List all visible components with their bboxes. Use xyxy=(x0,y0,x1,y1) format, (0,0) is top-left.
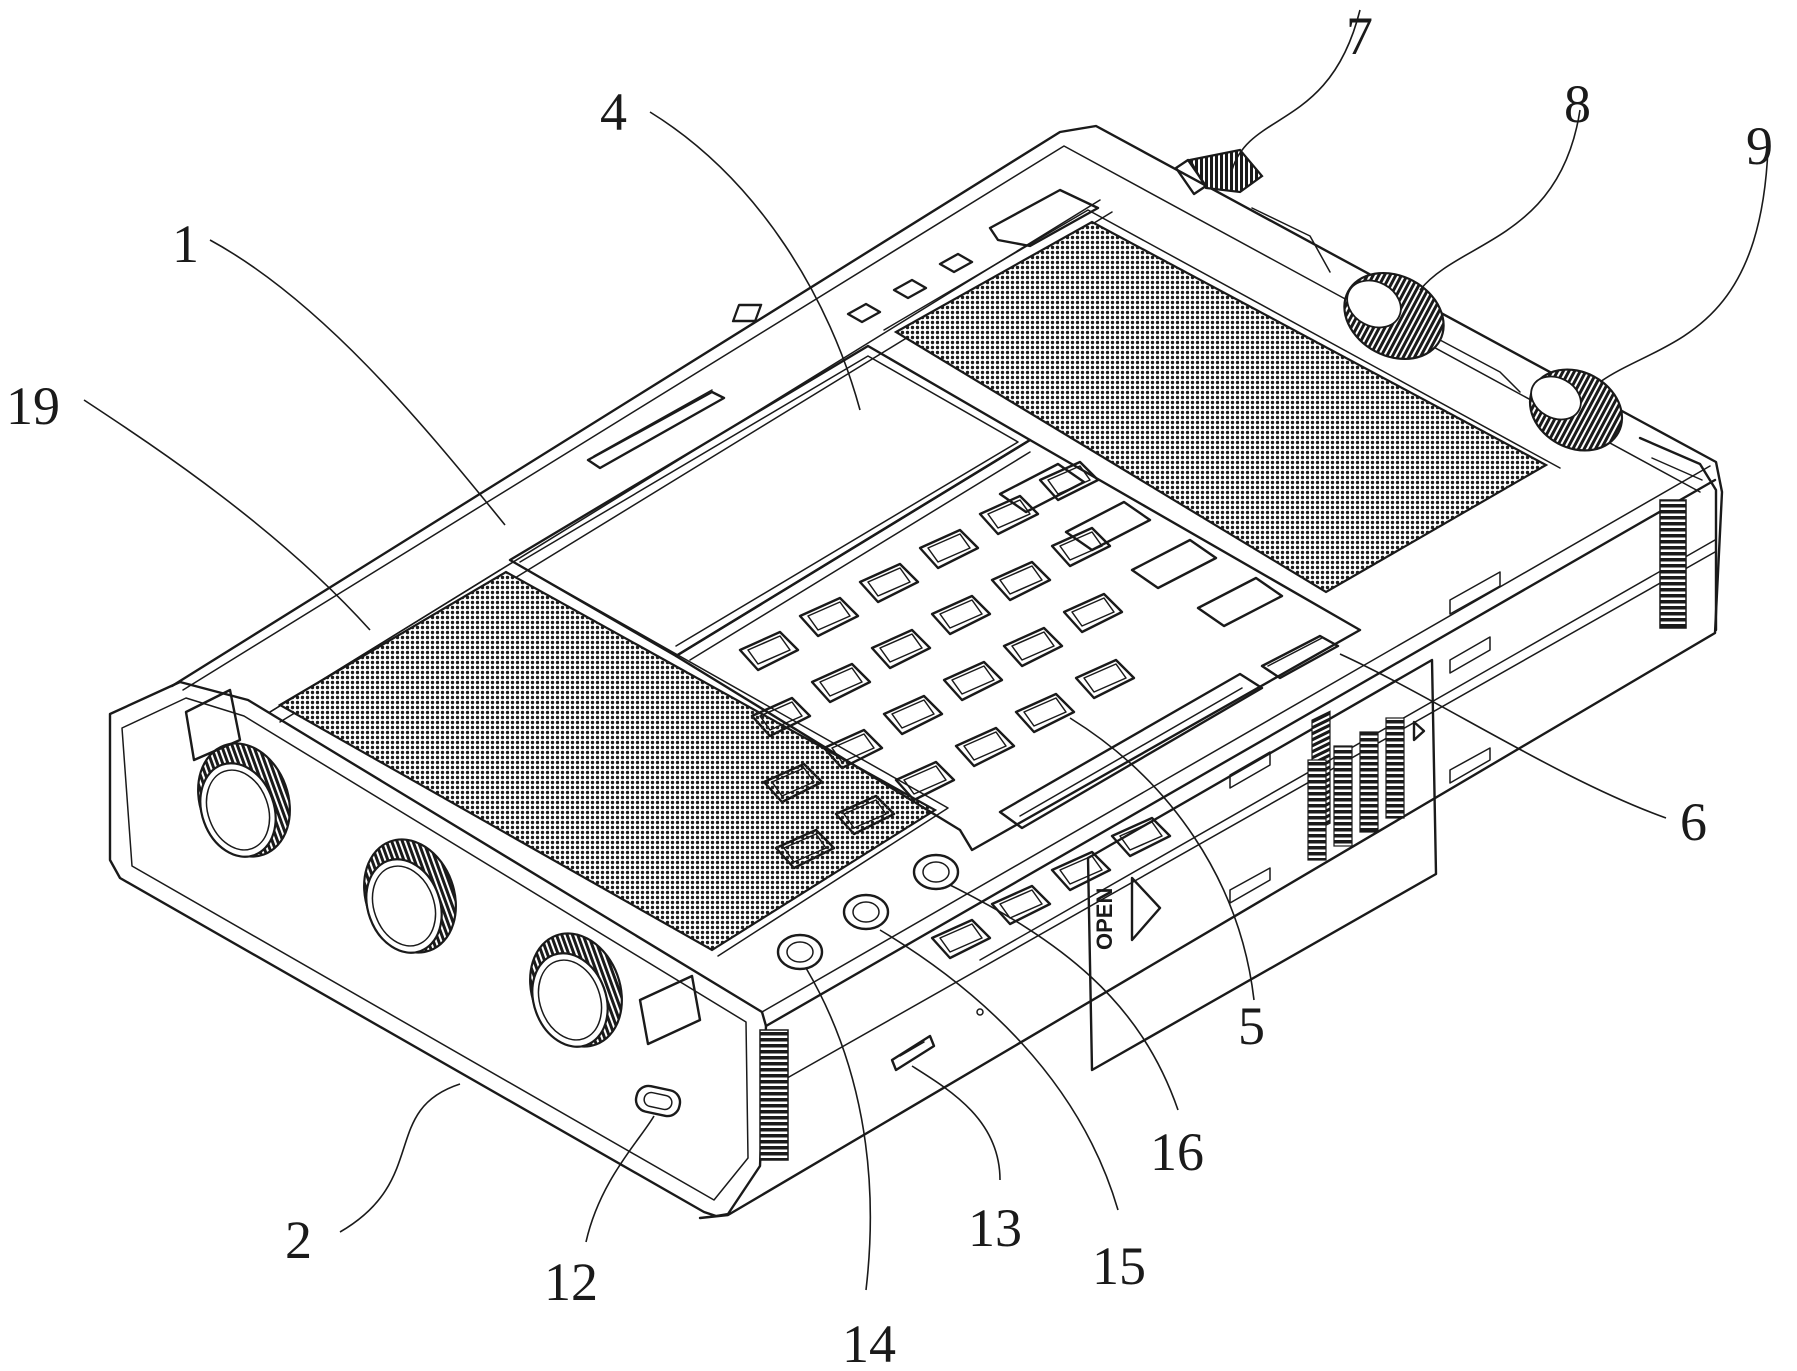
keypad-key-30[interactable] xyxy=(1066,502,1150,550)
keypad-key-32[interactable] xyxy=(1198,578,1282,626)
keypad-key-face xyxy=(1024,698,1066,726)
small-button-3[interactable] xyxy=(940,254,972,272)
keypad-key-face xyxy=(1012,632,1054,660)
leader-9 xyxy=(1600,148,1768,382)
label-9: 9 xyxy=(1746,116,1773,176)
knob-2[interactable] xyxy=(349,826,471,965)
keypad-key-face xyxy=(964,732,1006,760)
label-5: 5 xyxy=(1238,996,1265,1056)
keypad-key-face xyxy=(880,634,922,662)
keypad-key-face xyxy=(1060,856,1102,884)
keypad-key-29[interactable] xyxy=(1000,464,1084,512)
leader-4 xyxy=(650,112,860,410)
small-button-2[interactable] xyxy=(894,280,926,298)
label-13: 13 xyxy=(968,1198,1022,1258)
side-strip xyxy=(1000,636,1338,828)
keypad-key-face xyxy=(1060,532,1102,560)
clip-13 xyxy=(892,1009,983,1070)
reference-numerals: 1 2 4 5 6 7 8 9 12 13 14 15 16 19 xyxy=(6,6,1773,1371)
leader-16 xyxy=(950,885,1178,1110)
label-16: 16 xyxy=(1150,1122,1204,1182)
keypad-key-31[interactable] xyxy=(1132,540,1216,588)
keypad-key-face xyxy=(904,766,946,794)
keypad-key-face xyxy=(868,568,910,596)
label-19: 19 xyxy=(6,376,60,436)
leader-1 xyxy=(210,240,505,525)
leader-8 xyxy=(1420,110,1580,290)
keypad-key-face xyxy=(1000,890,1042,918)
side-button-6[interactable] xyxy=(1262,636,1338,678)
usb-port-12[interactable] xyxy=(634,1084,682,1119)
label-14: 14 xyxy=(842,1314,896,1371)
label-8: 8 xyxy=(1564,74,1591,134)
knob-3[interactable] xyxy=(515,920,637,1059)
label-1: 1 xyxy=(172,214,199,274)
switch-7[interactable] xyxy=(1176,150,1262,194)
keypad-key-face xyxy=(1000,566,1042,594)
label-12: 12 xyxy=(544,1252,598,1312)
keypad-key-face xyxy=(892,700,934,728)
leader-2 xyxy=(340,1084,460,1232)
keypad-key-face xyxy=(952,666,994,694)
keypad-key-face xyxy=(820,668,862,696)
small-button-1[interactable] xyxy=(848,304,880,322)
door-label: OPEN xyxy=(1092,888,1117,950)
leader-19 xyxy=(84,400,370,630)
label-7: 7 xyxy=(1346,6,1373,66)
knob-1[interactable] xyxy=(183,730,305,869)
label-15: 15 xyxy=(1092,1236,1146,1296)
label-6: 6 xyxy=(1680,792,1707,852)
keypad-key-face xyxy=(928,534,970,562)
keypad-key-face xyxy=(940,600,982,628)
keypad-key-face xyxy=(940,924,982,952)
leader-12 xyxy=(586,1116,654,1242)
jack-14[interactable] xyxy=(778,935,822,969)
keypad-key-face xyxy=(748,636,790,664)
leader-14 xyxy=(806,968,870,1290)
small-button-a[interactable] xyxy=(733,305,761,321)
label-4: 4 xyxy=(600,82,627,142)
keypad-key-face xyxy=(808,602,850,630)
knob-8[interactable] xyxy=(1329,256,1458,375)
label-2: 2 xyxy=(285,1210,312,1270)
jack-15[interactable] xyxy=(844,895,888,929)
keypad-key-face xyxy=(988,500,1030,528)
keypad-key-face xyxy=(832,734,874,762)
leader-7 xyxy=(1232,10,1360,170)
leader-13 xyxy=(912,1066,1000,1180)
keypad-key-face xyxy=(1072,598,1114,626)
jack-16[interactable] xyxy=(914,855,958,889)
speaker-grille-right xyxy=(884,210,1560,592)
keypad-key-face xyxy=(1084,664,1126,692)
